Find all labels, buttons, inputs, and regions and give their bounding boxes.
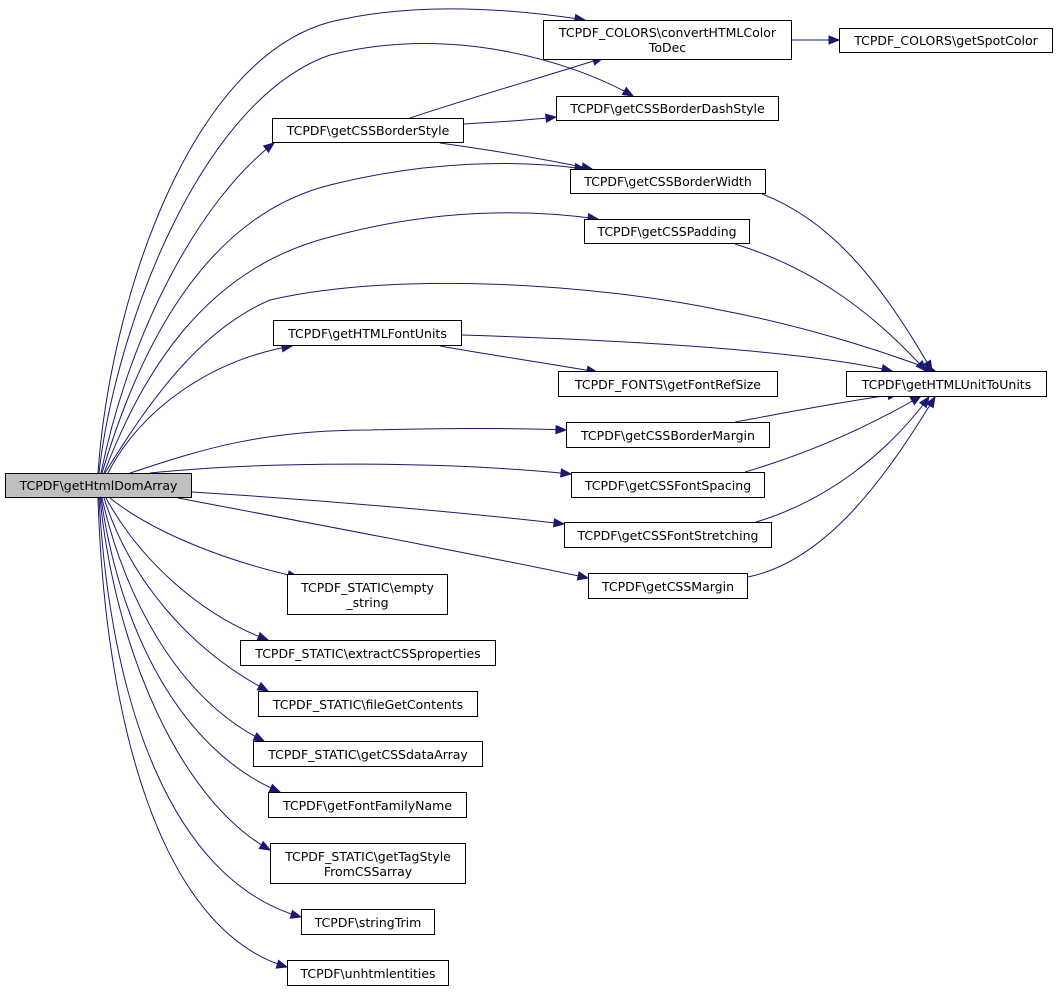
- node-empty-string[interactable]: TCPDF_STATIC\empty _string: [287, 574, 448, 615]
- edge-getHtmlDomArray-to-getHTMLFontUnits: [107, 345, 293, 474]
- arrowhead-getHtmlDomArray-to-getCSSFontStretching: [553, 518, 566, 528]
- edge-getCSSBorderStyle-to-getCSSBorderDashStyle: [463, 116, 557, 125]
- node-getCSSBorderMargin[interactable]: TCPDF\getCSSBorderMargin: [566, 422, 770, 448]
- node-getFontFamilyName[interactable]: TCPDF\getFontFamilyName: [268, 792, 467, 818]
- edge-getHtmlDomArray-to-getCSSBorderDashStyle: [98, 43, 634, 474]
- arrowhead-getHtmlDomArray-to-getFontFamilyName: [268, 783, 282, 793]
- node-getHtmlDomArray[interactable]: TCPDF\getHtmlDomArray: [5, 473, 192, 498]
- edge-getHtmlDomArray-to-getTagStyleFromCSSarray: [99, 497, 271, 851]
- edge-getHtmlDomArray-to-getHTMLUnitToUnits: [104, 282, 936, 474]
- edge-getCSSMargin-to-getHTMLUnitToUnits: [747, 396, 936, 578]
- edge-getHtmlDomArray-to-getCSSdataArray: [101, 497, 265, 742]
- edge-getHTMLFontUnits-to-getFontRefSize: [439, 345, 598, 373]
- edge-getHtmlDomArray-to-getCSSBorderWidth: [101, 163, 586, 474]
- arrowhead-getHtmlDomArray-to-stringTrim: [289, 909, 303, 919]
- node-getCSSdataArray[interactable]: TCPDF_STATIC\getCSSdataArray: [253, 741, 483, 767]
- node-getFontRefSize[interactable]: TCPDF_FONTS\getFontRefSize: [558, 371, 778, 397]
- edge-getCSSBorderStyle-to-getCSSBorderWidth: [439, 142, 593, 170]
- arrowhead-getHtmlDomArray-to-getTagStyleFromCSSarray: [258, 840, 272, 851]
- edge-getHtmlDomArray-to-extractCSSproperties: [105, 497, 269, 641]
- arrowhead-getHtmlDomArray-to-unhtmlentities: [275, 959, 289, 969]
- arrowhead-getCSSPadding-to-getHTMLUnitToUnits: [915, 360, 927, 372]
- edge-getHtmlDomArray-to-getCSSFontSpacing: [149, 463, 572, 475]
- node-fileGetContents[interactable]: TCPDF_STATIC\fileGetContents: [258, 691, 478, 717]
- node-getHTMLUnitToUnits[interactable]: TCPDF\getHTMLUnitToUnits: [846, 371, 1047, 397]
- node-getCSSFontSpacing[interactable]: TCPDF\getCSSFontSpacing: [571, 472, 765, 498]
- arrowhead-getCSSBorderWidth-to-getHTMLUnitToUnits: [922, 359, 933, 373]
- edge-getCSSBorderStyle-to-convertHTMLColorToDec: [409, 57, 604, 119]
- edge-getHTMLFontUnits-to-getHTMLUnitToUnits: [461, 334, 893, 372]
- arrowhead-getHtmlDomArray-to-getCSSFontSpacing: [560, 468, 573, 478]
- edge-getHtmlDomArray-to-getCSSPadding: [103, 212, 599, 474]
- node-convertHTMLColorToDec[interactable]: TCPDF_COLORS\convertHTMLColor ToDec: [543, 20, 792, 60]
- node-getHTMLFontUnits[interactable]: TCPDF\getHTMLFontUnits: [273, 320, 462, 346]
- arrowhead-getHtmlDomArray-to-getCSSBorderStyle: [262, 142, 276, 154]
- node-extractCSSproperties[interactable]: TCPDF_STATIC\extractCSSproperties: [240, 640, 496, 666]
- arrowhead-getHtmlDomArray-to-fileGetContents: [256, 681, 270, 692]
- edge-getHtmlDomArray-to-stringTrim: [98, 497, 302, 918]
- node-getCSSPadding[interactable]: TCPDF\getCSSPadding: [584, 219, 750, 244]
- node-unhtmlentities[interactable]: TCPDF\unhtmlentities: [287, 960, 449, 986]
- edge-getHtmlDomArray-to-empty_string: [109, 497, 299, 578]
- edge-getCSSPadding-to-getHTMLUnitToUnits: [734, 243, 927, 372]
- arrowhead-getHtmlDomArray-to-getCSSBorderDashStyle: [621, 86, 635, 97]
- edge-getCSSFontSpacing-to-getHTMLUnitToUnits: [744, 395, 922, 473]
- node-getTagStyleFromCSSarray[interactable]: TCPDF_STATIC\getTagStyle FromCSSarray: [270, 843, 466, 884]
- node-getCSSBorderWidth[interactable]: TCPDF\getCSSBorderWidth: [570, 169, 766, 194]
- edge-getHtmlDomArray-to-fileGetContents: [103, 497, 269, 692]
- edge-getHtmlDomArray-to-getFontFamilyName: [100, 497, 281, 793]
- edges: [97, 8, 937, 969]
- edge-getHtmlDomArray-to-getCSSBorderStyle: [100, 142, 275, 474]
- node-getSpotColor[interactable]: TCPDF_COLORS\getSpotColor: [839, 28, 1053, 53]
- edge-getCSSBorderMargin-to-getHTMLUnitToUnits: [734, 393, 899, 423]
- arrowhead-convertHTMLColorToDec-to-getSpotColor: [828, 35, 841, 45]
- arrowhead-getCSSBorderStyle-to-getCSSBorderDashStyle: [545, 113, 558, 123]
- edge-getCSSFontStretching-to-getHTMLUnitToUnits: [755, 396, 930, 523]
- arrowhead-getHtmlDomArray-to-getCSSdataArray: [252, 732, 266, 742]
- node-getCSSMargin[interactable]: TCPDF\getCSSMargin: [588, 573, 748, 599]
- edge-getHtmlDomArray-to-unhtmlentities: [97, 497, 288, 968]
- node-stringTrim[interactable]: TCPDF\stringTrim: [301, 909, 435, 935]
- edge-getHtmlDomArray-to-getCSSMargin: [177, 497, 589, 579]
- node-getCSSFontStretching[interactable]: TCPDF\getCSSFontStretching: [564, 522, 772, 548]
- edge-getHtmlDomArray-to-getCSSBorderMargin: [129, 428, 567, 474]
- node-getCSSBorderDashStyle[interactable]: TCPDF\getCSSBorderDashStyle: [556, 96, 779, 121]
- edge-getHtmlDomArray-to-getCSSFontStretching: [191, 491, 565, 525]
- node-getCSSBorderStyle[interactable]: TCPDF\getCSSBorderStyle: [272, 118, 464, 143]
- edge-getCSSBorderWidth-to-getHTMLUnitToUnits: [761, 193, 933, 372]
- edge-getHtmlDomArray-to-convertHTMLColorToDec: [97, 8, 586, 474]
- arrowhead-getHtmlDomArray-to-getCSSMargin: [576, 571, 590, 581]
- arrowhead-getHtmlDomArray-to-getCSSBorderMargin: [555, 424, 568, 435]
- arrowhead-getCSSMargin-to-getHTMLUnitToUnits: [925, 395, 936, 409]
- arrowhead-getCSSFontSpacing-to-getHTMLUnitToUnits: [909, 395, 923, 406]
